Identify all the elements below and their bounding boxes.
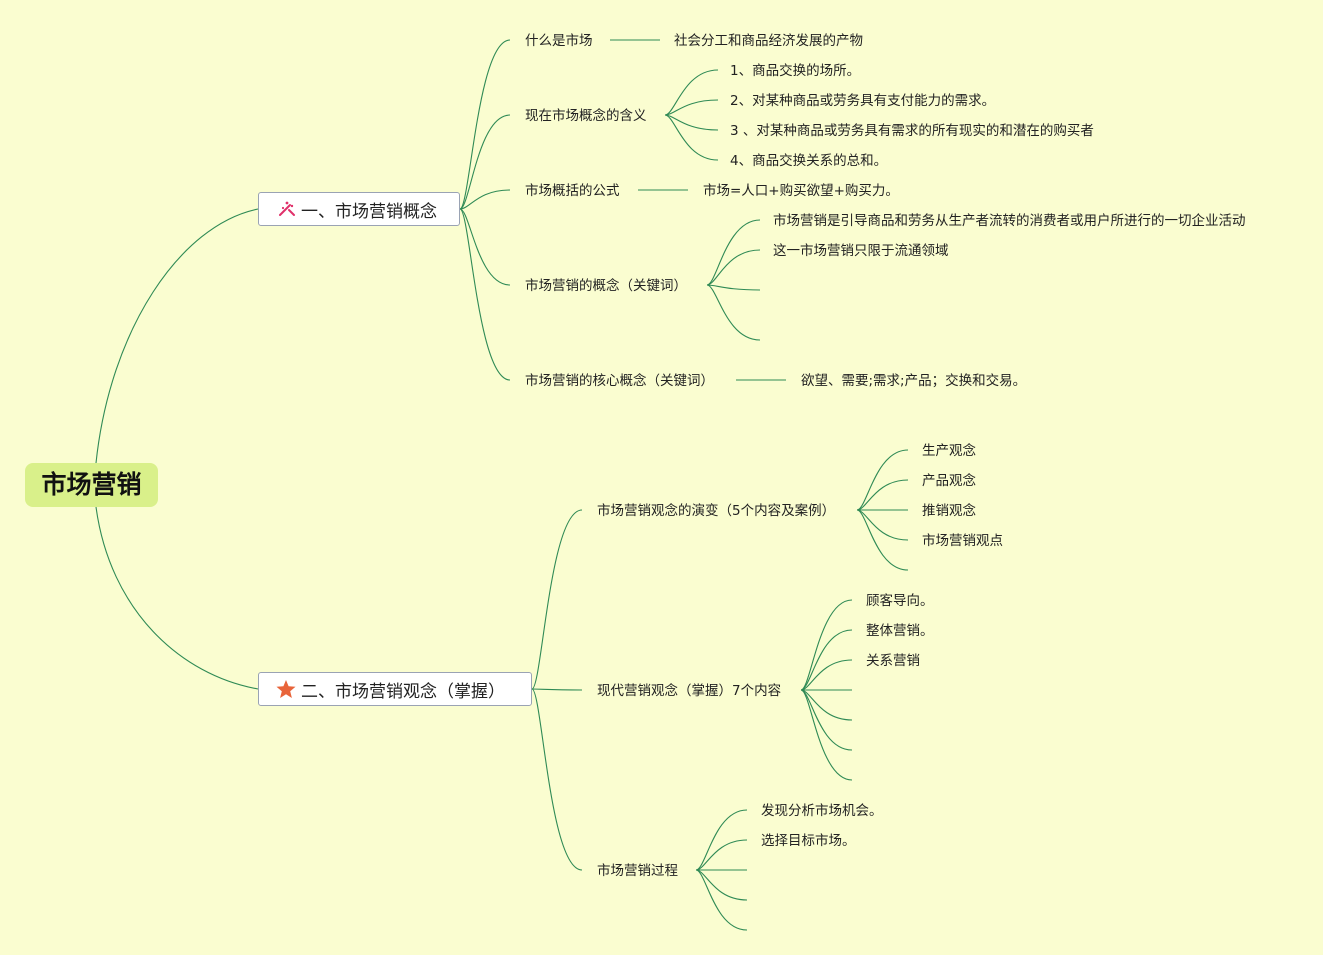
detail-evolution-3[interactable]: 推销观念 [922, 503, 976, 519]
root-topic[interactable]: 市场营销 [25, 463, 158, 507]
branch-concept-label: 一、市场营销概念 [301, 201, 437, 222]
branch1-connector [459, 114, 511, 210]
detail-connector [856, 479, 909, 511]
detail-connector [706, 284, 761, 341]
detail-market-meaning-3[interactable]: 3 、对某种商品或劳务具有需求的所有现实的和潜在的购买者 [730, 123, 1094, 139]
branch2-connector [531, 688, 583, 691]
detail-marketing-concept-2[interactable]: 这一市场营销只限于流通领域 [773, 243, 949, 259]
detail-process-2[interactable]: 选择目标市场。 [761, 833, 856, 849]
detail-market-meaning-1[interactable]: 1、商品交换的场所。 [730, 63, 861, 79]
detail-connector [664, 114, 719, 161]
detail-connector [695, 809, 748, 871]
root-connector [95, 208, 259, 464]
branch1-connector [459, 208, 511, 286]
detail-connector [800, 689, 853, 751]
branch-philosophy[interactable]: 二、市场营销观念（掌握） [258, 672, 532, 706]
star-icon [276, 680, 296, 698]
topic-modern-concept[interactable]: 现代营销观念（掌握）7个内容 [597, 683, 782, 699]
detail-connector [800, 629, 853, 691]
root-connector [95, 506, 259, 690]
detail-evolution-2[interactable]: 产品观念 [922, 473, 976, 489]
branch1-connector [459, 189, 511, 210]
topic-market-formula[interactable]: 市场概括的公式 [525, 183, 620, 199]
branch1-connector [459, 39, 511, 210]
topic-marketing-process[interactable]: 市场营销过程 [597, 863, 678, 879]
topic-marketing-concept[interactable]: 市场营销的概念（关键词） [525, 278, 687, 294]
detail-evolution-4[interactable]: 市场营销观点 [922, 533, 1003, 549]
detail-what-is-market[interactable]: 社会分工和商品经济发展的产物 [674, 33, 863, 49]
branch-philosophy-label: 二、市场营销观念（掌握） [301, 681, 505, 702]
detail-connector [706, 249, 761, 286]
detail-market-meaning-2[interactable]: 2、对某种商品或劳务具有支付能力的需求。 [730, 93, 996, 109]
detail-modern-2[interactable]: 整体营销。 [866, 623, 934, 639]
detail-connector [695, 839, 748, 871]
detail-connector [664, 99, 719, 116]
detail-connector [695, 869, 748, 901]
detail-connector [856, 509, 909, 541]
branch2-connector [531, 509, 583, 690]
detail-connector [706, 219, 761, 286]
detail-process-1[interactable]: 发现分析市场机会。 [761, 803, 883, 819]
detail-connector [800, 599, 853, 691]
detail-connector [800, 689, 853, 781]
sparkle-icon [279, 201, 295, 216]
detail-connector [856, 509, 909, 571]
topic-what-is-market[interactable]: 什么是市场 [525, 33, 593, 49]
detail-connector [695, 869, 748, 931]
branch2-connector [531, 688, 583, 871]
topic-core-concepts[interactable]: 市场营销的核心概念（关键词） [525, 373, 714, 389]
detail-connector [706, 284, 761, 291]
detail-evolution-1[interactable]: 生产观念 [922, 443, 976, 459]
detail-marketing-concept-1[interactable]: 市场营销是引导商品和劳务从生产者流转的消费者或用户所进行的一切企业活动 [773, 213, 1246, 229]
branch1-connector [459, 208, 511, 381]
detail-market-formula[interactable]: 市场=人口+购买欲望+购买力。 [703, 183, 899, 199]
detail-connector [800, 659, 853, 691]
detail-connector [856, 449, 909, 511]
topic-market-meaning[interactable]: 现在市场概念的含义 [525, 108, 647, 124]
topic-evolution[interactable]: 市场营销观念的演变（5个内容及案例） [597, 503, 836, 519]
detail-modern-3[interactable]: 关系营销 [866, 653, 920, 669]
detail-connector [664, 69, 719, 116]
detail-market-meaning-4[interactable]: 4、商品交换关系的总和。 [730, 153, 888, 169]
detail-core-concepts[interactable]: 欲望、需要;需求;产品；交换和交易。 [801, 373, 1027, 389]
branch-concept[interactable]: 一、市场营销概念 [258, 192, 460, 226]
detail-modern-1[interactable]: 顾客导向。 [866, 593, 934, 609]
